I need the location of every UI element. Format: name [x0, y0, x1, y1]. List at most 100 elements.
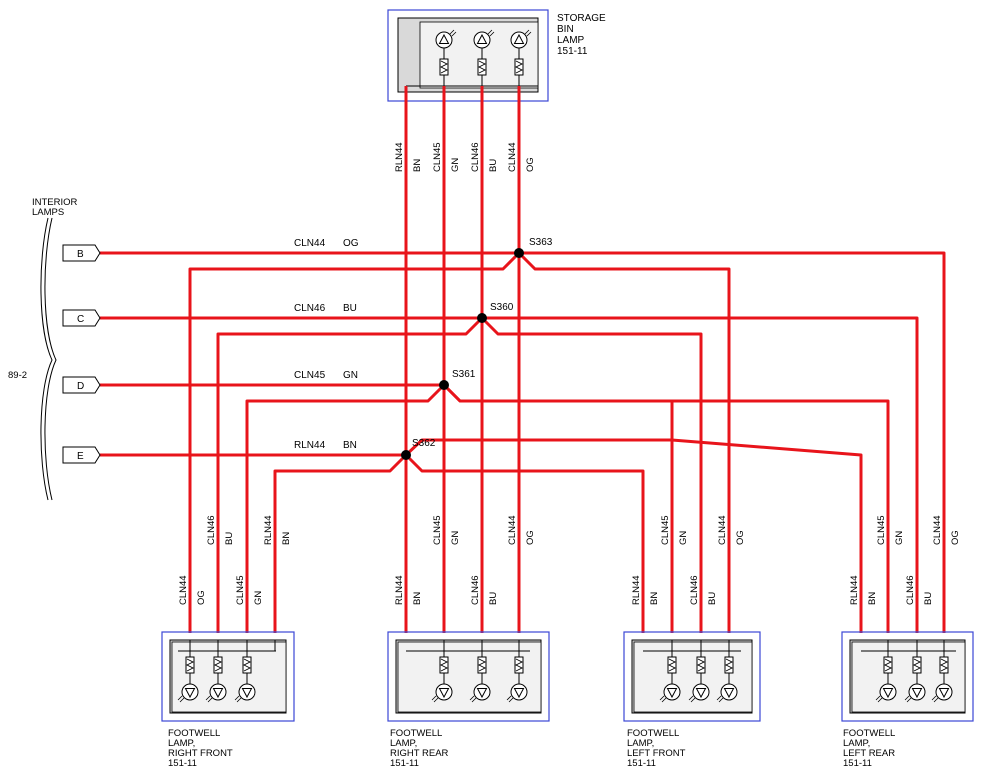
svg-text:CLN45: CLN45 [876, 515, 887, 545]
pin-e: E [62, 446, 101, 464]
top-label-bu: BU [488, 159, 499, 172]
circuit-d-color: GN [343, 370, 358, 381]
wires [100, 86, 946, 633]
svg-text:CLN46: CLN46 [470, 575, 481, 605]
lf-wire-labels: RLN44 BN CLN45 GN CLN46 BU CLN44 OG [631, 515, 746, 605]
splice-s363 [514, 248, 524, 258]
circuit-e-name: RLN44 [294, 440, 326, 451]
caption-right-front: FOOTWELL LAMP, RIGHT FRONT 151-11 [168, 728, 233, 769]
caption-left-front: FOOTWELL LAMP, LEFT FRONT 151-11 [627, 728, 686, 769]
svg-text:LAMP,: LAMP, [390, 738, 417, 749]
svg-text:GN: GN [894, 531, 905, 545]
connector-ref: 89-2 [8, 370, 27, 381]
svg-text:LAMP,: LAMP, [843, 738, 870, 749]
svg-text:BU: BU [488, 592, 499, 605]
svg-text:RIGHT REAR: RIGHT REAR [390, 748, 449, 759]
svg-text:RIGHT FRONT: RIGHT FRONT [168, 748, 233, 759]
svg-text:CLN46: CLN46 [905, 575, 916, 605]
svg-text:151-11: 151-11 [843, 758, 872, 769]
svg-text:LEFT FRONT: LEFT FRONT [627, 748, 686, 759]
circuit-e-color: BN [343, 440, 357, 451]
interior-lamps-label-1: INTERIOR [32, 197, 78, 208]
svg-text:CLN44: CLN44 [932, 515, 943, 545]
top-label-bn: BN [412, 159, 423, 172]
footwell-lamp-right-front [161, 631, 295, 722]
caption-right-rear: FOOTWELL LAMP, RIGHT REAR 151-11 [390, 728, 449, 769]
storage-bin-lamp [387, 9, 549, 102]
svg-text:151-11: 151-11 [390, 758, 419, 769]
svg-text:OG: OG [950, 530, 961, 545]
svg-text:CLN45: CLN45 [660, 515, 671, 545]
svg-text:FOOTWELL: FOOTWELL [843, 728, 895, 739]
rr-wire-labels: RLN44 BN CLN45 GN CLN46 BU CLN44 OG [394, 515, 536, 605]
interior-lamps-connector: B C D E [40, 217, 101, 501]
circuit-b-color: OG [343, 238, 359, 249]
pin-b: B [62, 244, 101, 262]
footwell-lamp-right-rear [387, 631, 550, 722]
svg-text:RLN44: RLN44 [263, 515, 274, 545]
storage-bin-ref: 151-11 [557, 46, 588, 57]
circuit-d-name: CLN45 [294, 370, 326, 381]
svg-text:CLN46: CLN46 [206, 515, 217, 545]
splice-s362 [401, 450, 411, 460]
top-label-rln44: RLN44 [394, 142, 405, 172]
top-label-cln46: CLN46 [470, 142, 481, 172]
svg-text:FOOTWELL: FOOTWELL [627, 728, 679, 739]
svg-text:B: B [77, 249, 84, 260]
pin-d: D [62, 376, 101, 394]
svg-text:RLN44: RLN44 [394, 575, 405, 605]
svg-text:CLN45: CLN45 [432, 515, 443, 545]
svg-text:E: E [77, 451, 84, 462]
rf-wire-labels: CLN44 OG CLN46 BU CLN45 GN RLN44 BN [178, 515, 292, 605]
footwell-lamp-left-front [623, 631, 761, 722]
svg-text:CLN46: CLN46 [689, 575, 700, 605]
footwell-lamp-left-rear [841, 631, 974, 722]
svg-text:BN: BN [649, 592, 660, 605]
svg-text:C: C [77, 314, 84, 325]
interior-lamps-label-2: LAMPS [32, 207, 64, 218]
svg-text:OG: OG [735, 530, 746, 545]
svg-text:LAMP,: LAMP, [168, 738, 195, 749]
svg-text:CLN44: CLN44 [717, 515, 728, 545]
svg-text:CLN44: CLN44 [178, 575, 189, 605]
splice-label-s363: S363 [529, 237, 553, 248]
pin-c: C [62, 309, 101, 327]
svg-text:FOOTWELL: FOOTWELL [390, 728, 442, 739]
circuit-b-name: CLN44 [294, 238, 326, 249]
splice-s360 [477, 313, 487, 323]
svg-text:GN: GN [450, 531, 461, 545]
svg-text:BN: BN [867, 592, 878, 605]
svg-text:GN: GN [253, 591, 264, 605]
top-label-cln44: CLN44 [507, 142, 518, 172]
svg-text:151-11: 151-11 [168, 758, 197, 769]
top-label-gn: GN [450, 158, 461, 172]
svg-text:OG: OG [196, 590, 207, 605]
svg-text:RLN44: RLN44 [631, 575, 642, 605]
splice-label-s361: S361 [452, 369, 476, 380]
splice-label-s360: S360 [490, 302, 514, 313]
top-label-cln45: CLN45 [432, 142, 443, 172]
svg-text:RLN44: RLN44 [849, 575, 860, 605]
svg-text:D: D [77, 381, 84, 392]
svg-text:BN: BN [281, 532, 292, 545]
svg-text:BN: BN [412, 592, 423, 605]
svg-text:FOOTWELL: FOOTWELL [168, 728, 220, 739]
svg-text:BU: BU [707, 592, 718, 605]
top-label-og: OG [525, 157, 536, 172]
storage-bin-label-1: STORAGE [557, 13, 606, 24]
svg-text:151-11: 151-11 [627, 758, 656, 769]
svg-text:CLN45: CLN45 [235, 575, 246, 605]
circuit-c-name: CLN46 [294, 303, 326, 314]
svg-text:BU: BU [224, 532, 235, 545]
svg-text:CLN44: CLN44 [507, 515, 518, 545]
splice-s361 [439, 380, 449, 390]
top-wire-labels: RLN44 BN CLN45 GN CLN46 BU CLN44 OG [394, 142, 536, 172]
circuit-c-color: BU [343, 303, 357, 314]
lr-wire-labels: RLN44 BN CLN45 GN CLN46 BU CLN44 OG [849, 515, 961, 605]
svg-text:GN: GN [678, 531, 689, 545]
storage-bin-label-2: BIN [557, 24, 574, 35]
svg-text:LEFT REAR: LEFT REAR [843, 748, 895, 759]
svg-text:OG: OG [525, 530, 536, 545]
svg-text:LAMP,: LAMP, [627, 738, 654, 749]
